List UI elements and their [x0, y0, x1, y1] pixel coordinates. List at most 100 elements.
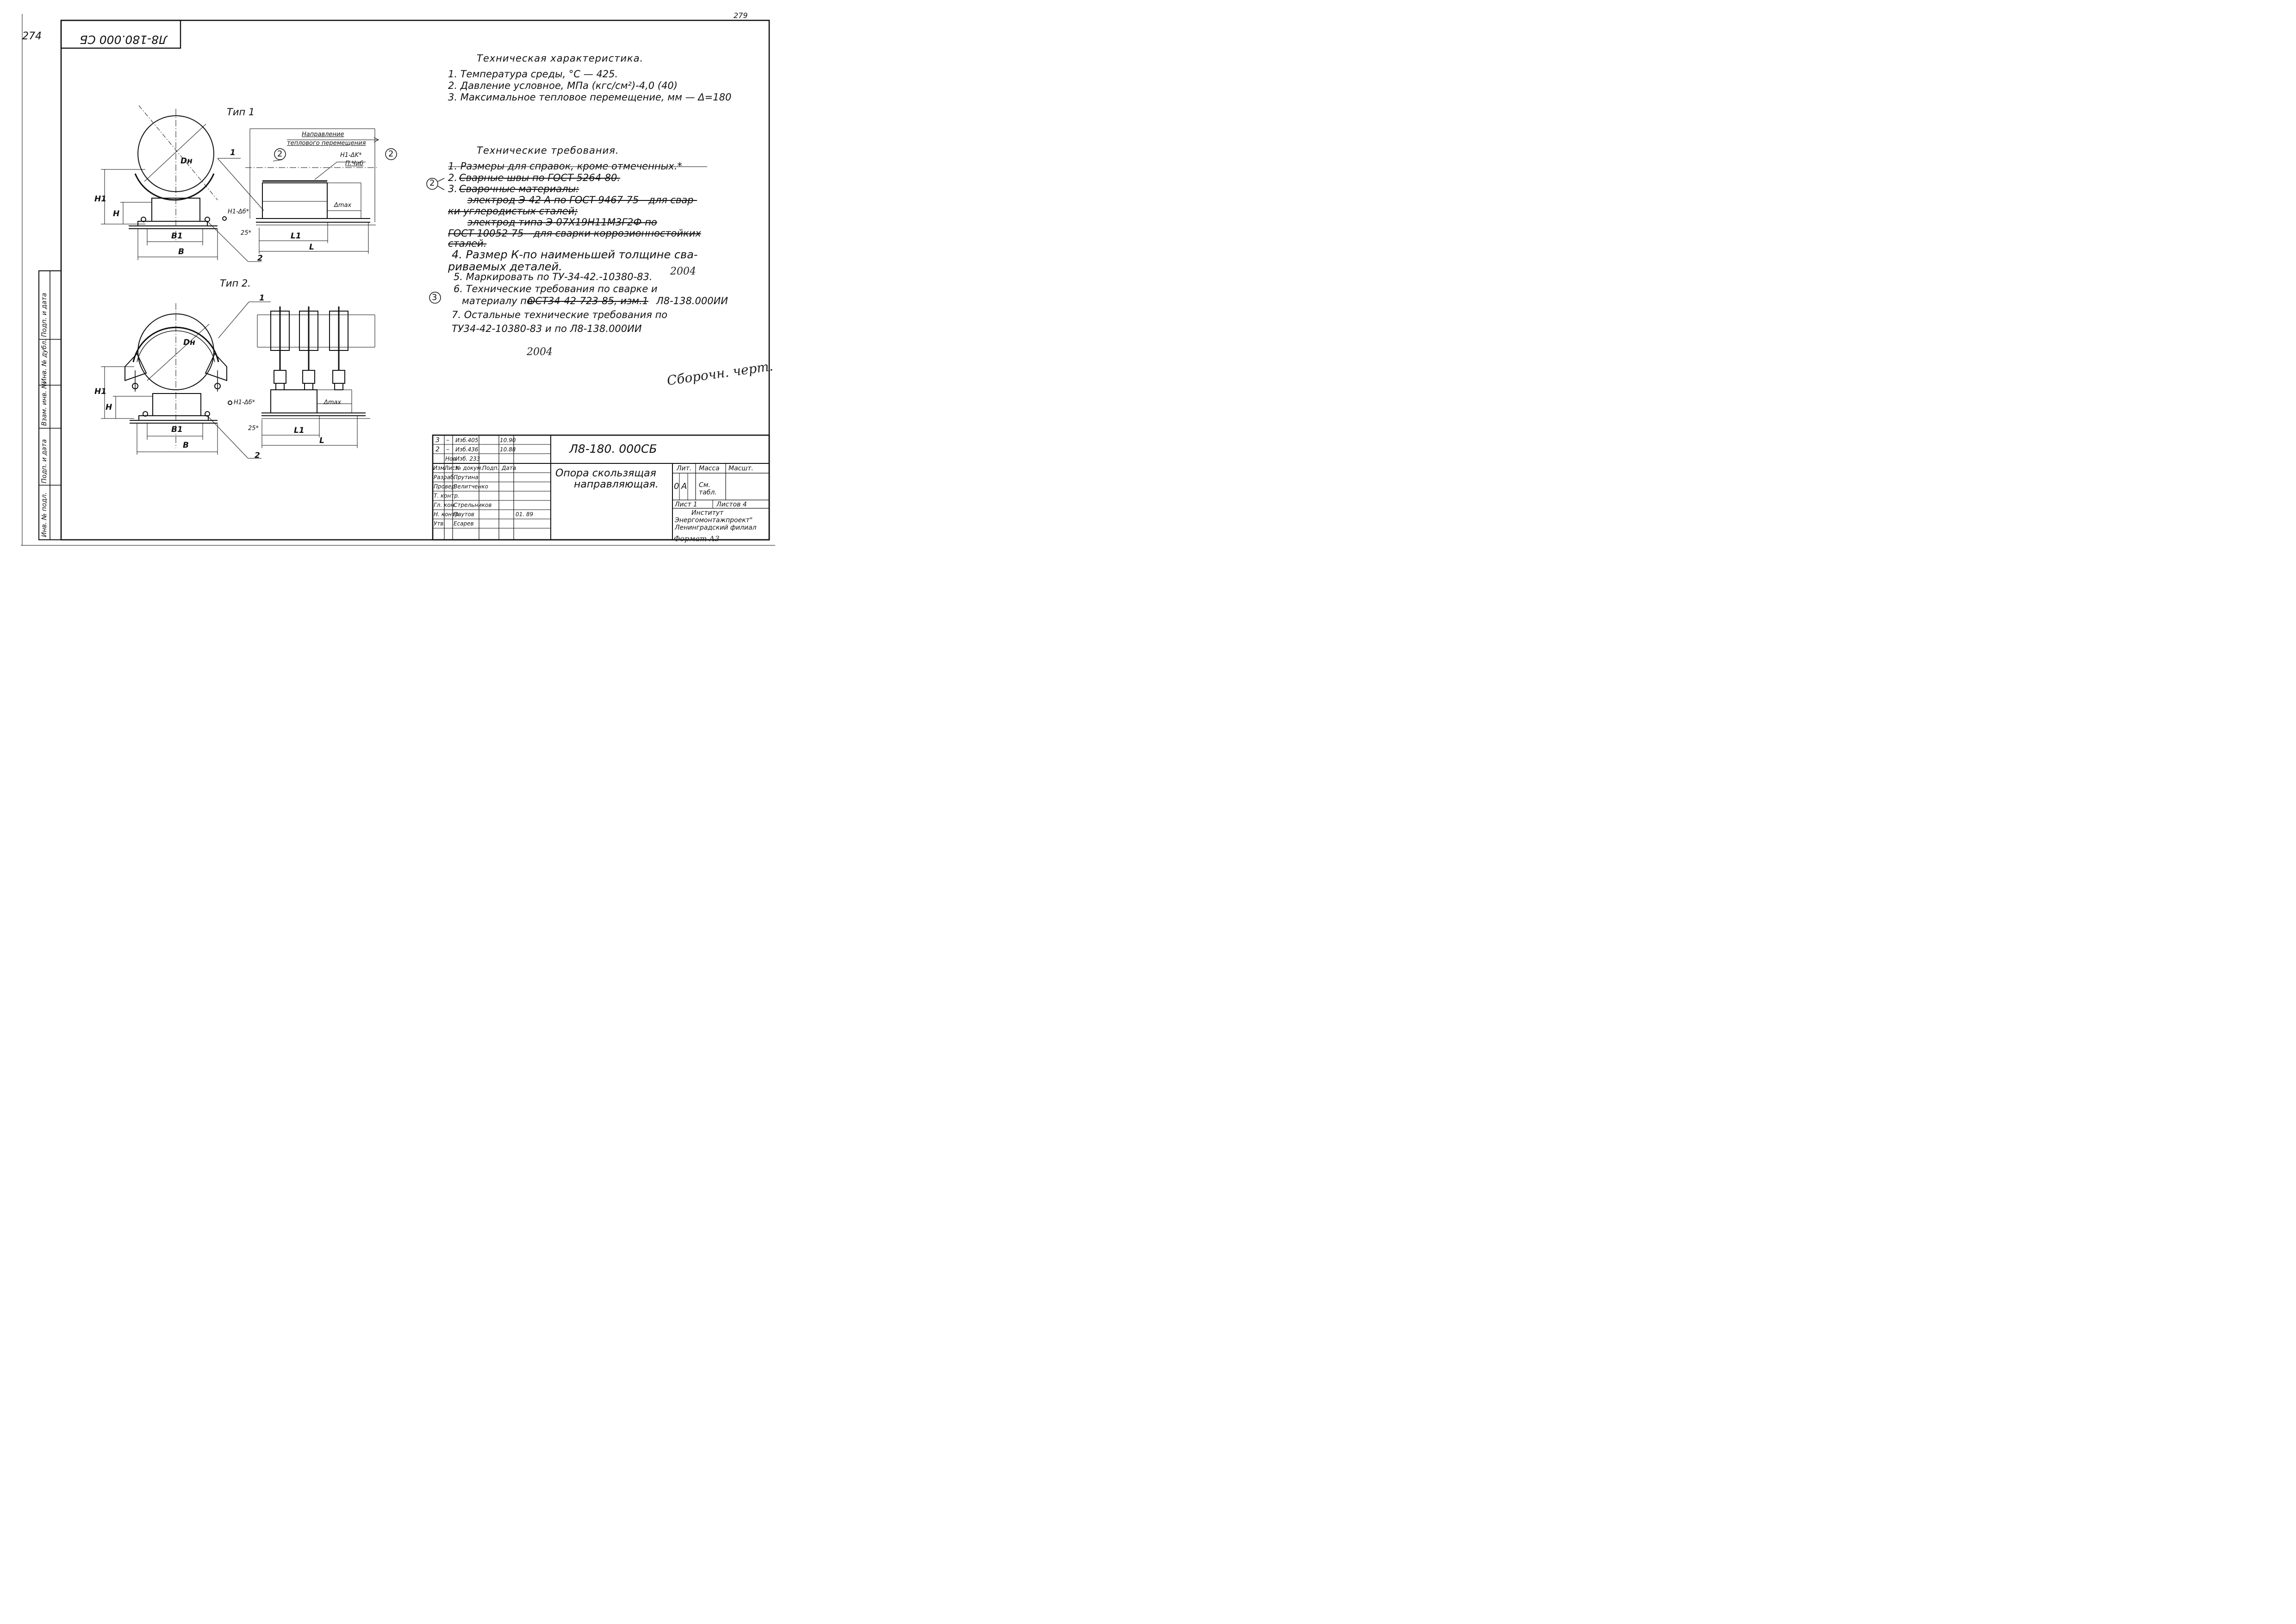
tb-lit-header: Лит. [677, 465, 692, 472]
type2-front-view [101, 301, 271, 459]
tb-name-line2: направляющая. [574, 479, 659, 490]
type1-front-view [101, 105, 264, 262]
b1-label-type2: B1 [171, 425, 183, 434]
tech-req-3: Сварочные материалы: [459, 183, 579, 194]
tech-req-3-line2: электрод Э-42 А по ГОСТ 9467-75 - для св… [467, 194, 697, 206]
tb-format: Формат А3 [674, 534, 720, 543]
b-label-type1: B [178, 247, 184, 256]
dim-25-type2: 25* [248, 425, 259, 432]
revision-mark-2: 2 [429, 178, 435, 188]
sheet-number-right: 279 [734, 11, 748, 20]
tb-col-izm: Изм. [433, 465, 447, 471]
tb-rev-row2-date: 10.88 [500, 446, 516, 453]
tb-date-nkontr: 01. 89 [516, 511, 534, 518]
weld-label-k: H1-ΔK* [340, 152, 362, 159]
tb-col-sign: Подп. [482, 465, 499, 471]
tb-col-list: Лист [444, 465, 459, 471]
tech-req-1: 1. Размеры для справок, кроме отмеченных… [448, 161, 682, 172]
tb-org-line1: Институт [691, 509, 724, 517]
tech-req-6-line2a: материалу по [462, 295, 533, 306]
tech-req-7-line1: 7. Остальные технические требования по [452, 309, 668, 320]
tb-mass-header: Масса [699, 465, 720, 472]
drawing-graphics [21, 14, 775, 546]
tech-req-2: Сварные швы по ГОСТ 5264-80. [459, 172, 621, 183]
strip-label-podp-2: Подп. и дата [41, 293, 48, 337]
tb-rev-row1-izm: 3 [436, 437, 440, 444]
dn-label-type2: Dн [183, 338, 195, 347]
pos-1-type1: 1 [230, 148, 236, 157]
tb-col-date: Дата [502, 465, 516, 471]
delta-max-type1: Δmax [334, 202, 352, 209]
tech-req-6-line2c: Л8-138.000ИИ [656, 295, 728, 306]
pos-2-type1: 2 [257, 254, 263, 263]
tech-spec-item-3: 3. Максимальное тепловое перемещение, мм… [448, 92, 732, 103]
tb-role-razrab: Разраб. [434, 474, 456, 481]
strip-label-vzam: Взам. инв. № [41, 381, 48, 426]
tb-rev-row3-list: Нов [445, 456, 456, 462]
tb-role-glkon: Гл. кон. [434, 502, 456, 508]
tb-sheets-label: Листов 4 [716, 501, 747, 508]
dn-label-type1: Dн [180, 156, 193, 166]
tech-req-7-handwritten: 2004 [527, 346, 553, 358]
tb-role-tkontr: Т. контр. [434, 493, 460, 499]
tech-req-5-handwritten: 2004 [670, 266, 696, 277]
tech-req-7-line2: ТУ34-42-10380-83 и по Л8-138.000ИИ [452, 323, 642, 334]
tb-designation: Л8-180. 000СБ [569, 442, 657, 456]
strip-label-inv-podl: Инв. № подл. [41, 492, 48, 537]
tech-req-6-line1: 6. Технические требования по сварке и [454, 283, 658, 294]
tb-name-line1: Опора скользящая [555, 468, 656, 479]
l1-label-type2: L1 [294, 426, 305, 435]
h-label-type2: H [106, 403, 112, 412]
tb-rev-row2-izm: 2 [436, 446, 440, 453]
tb-org-line2: Энергомонтажпроект" [675, 517, 753, 524]
tech-spec-item-2: 2. Давление условное, МПа (кгс/см²)-4,0 … [448, 80, 678, 91]
l-label-type2: L [319, 436, 324, 445]
h1-label-type1: H1 [94, 194, 107, 204]
l1-label-type1: L1 [291, 231, 301, 241]
type2-side-view [257, 306, 375, 448]
revision-mark-3: 3 [432, 293, 437, 302]
tb-name-razrab: Прутина [454, 474, 479, 481]
strip-label-podp-1: Подп. и дата [41, 439, 48, 483]
tb-col-doc: № докум. [455, 465, 483, 471]
type1-title: Тип 1 [227, 106, 255, 118]
tb-scale-header: Масшт. [728, 465, 753, 472]
weld-label-type1: H1-Δб* [228, 208, 249, 215]
tb-mass-value: См. табл. [699, 481, 717, 496]
pos-2-circle-left: 2 [277, 149, 283, 159]
h-label-type1: H [113, 209, 120, 219]
tech-req-6-line2b: ОСТ34-42-723-85, изм.1 [528, 295, 649, 306]
tb-name-utv: Есарев [454, 520, 474, 527]
pos-2-circle-right: 2 [388, 149, 394, 159]
tb-role-prover: Провер. [434, 483, 457, 490]
pos-1-type2: 1 [259, 294, 265, 303]
tb-name-glkon: Стрельников [454, 502, 492, 508]
tb-role-utv: Утв. [434, 520, 446, 527]
tech-req-3-line3: ки углеродистых сталей; [448, 206, 578, 217]
type1-side-view [245, 128, 380, 254]
tb-role-nkontr: Н. контр. [434, 511, 460, 518]
tech-req-4-line1: 4. Размер К-по наименьшей толщине сва- [452, 248, 698, 261]
tb-rev-row2-doc: Изб.436 [455, 446, 479, 453]
tb-lit-a: А [681, 481, 687, 491]
tech-req-3-line5: ГОСТ 10052-75 - для сварки коррозионност… [448, 228, 701, 239]
tb-rev-row3-doc: Изб. 233 [455, 456, 480, 462]
direction-label-1: Направление [302, 131, 344, 138]
tb-name-prover: Велитченко [454, 483, 488, 490]
tech-spec-heading: Техническая характеристика. [477, 53, 644, 64]
tb-rev-row1-doc: Изб.405 [455, 437, 479, 443]
sheet-number-left: 274 [22, 31, 42, 42]
weld-label-type2: H1-Δб* [234, 399, 255, 406]
b1-label-type1: B1 [171, 231, 183, 241]
tb-rev-row1-list: – [446, 437, 449, 444]
weld-label-k-sub: П.Чиб [345, 160, 364, 167]
title-block-grid [432, 434, 770, 541]
direction-label-2: теплового перемещения [287, 140, 366, 147]
type2-title: Тип 2. [220, 278, 251, 289]
delta-max-type2: Δmax [324, 399, 342, 406]
tech-req-2-num: 2. [448, 172, 458, 183]
strip-label-inv-dubl: Инв. № дубл. [41, 339, 48, 383]
tb-sheet-label: Лист 1 [675, 501, 697, 508]
tb-name-nkontr: Паутов [454, 511, 474, 518]
tb-lit-0: 0 [674, 481, 679, 491]
